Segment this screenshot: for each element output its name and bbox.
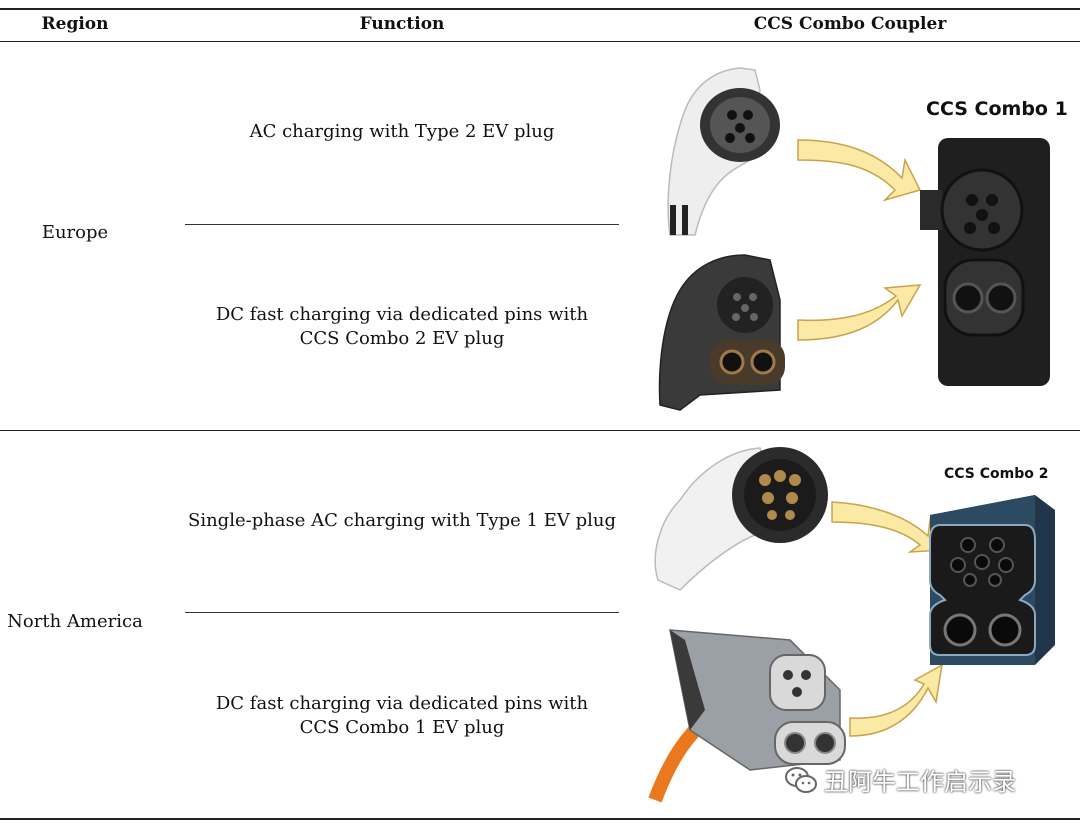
- header-coupler: CCS Combo Coupler: [753, 14, 947, 34]
- function-europe-ac: AC charging with Type 2 EV plug: [249, 121, 555, 142]
- table-bottom-rule: [0, 818, 1080, 820]
- na-figure-title: CCS Combo 2: [944, 466, 1049, 482]
- type1-plug-icon: [654, 447, 828, 591]
- europe-function-divider: [185, 224, 619, 225]
- ccs-combo-socket-icon: [929, 495, 1055, 665]
- function-europe-dc: DC fast charging via dedicated pins with…: [215, 304, 589, 349]
- header-region: Region: [41, 14, 109, 34]
- region-north-america: North America: [7, 611, 143, 632]
- na-coupler-figure: CCS Combo 2: [640, 440, 1070, 810]
- europe-figure-title: CCS Combo 1: [926, 98, 1068, 120]
- header-function: Function: [359, 14, 445, 34]
- watermark-text: 丑阿牛工作启示录: [824, 768, 1016, 796]
- type2-plug-icon: [667, 67, 780, 236]
- row-divider-rule: [0, 430, 1080, 431]
- region-europe: Europe: [41, 222, 109, 243]
- arrow-to-socket-icon: [849, 663, 943, 737]
- function-na-dc: DC fast charging via dedicated pins with…: [215, 693, 589, 738]
- wechat-icon: [785, 766, 817, 793]
- watermark: 丑阿牛工作启示录: [784, 762, 1016, 797]
- table-top-rule: [0, 8, 1080, 10]
- header-bottom-rule: [0, 41, 1080, 42]
- ccs-combo-socket-icon: [920, 138, 1050, 386]
- arrow-to-socket-icon: [797, 284, 922, 341]
- ccs-combo1-plug-icon: [648, 629, 846, 803]
- europe-coupler-illustration: [658, 67, 1050, 411]
- na-coupler-illustration: [648, 447, 1055, 803]
- arrow-to-socket-icon: [831, 501, 947, 553]
- europe-coupler-figure: CCS Combo 1: [640, 50, 1070, 420]
- na-function-divider: [185, 612, 619, 613]
- ccs-combo2-plug-icon: [658, 254, 785, 411]
- arrow-to-socket-icon: [797, 139, 922, 202]
- function-na-ac: Single-phase AC charging with Type 1 EV …: [188, 510, 616, 531]
